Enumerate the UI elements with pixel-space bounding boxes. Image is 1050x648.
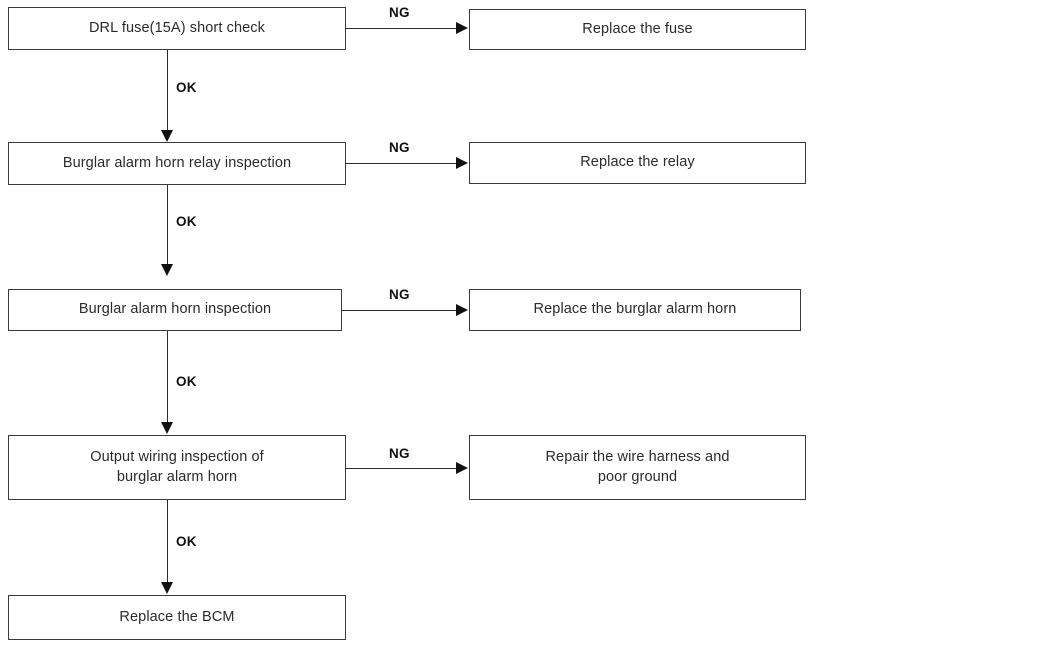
edge-ng-1	[346, 28, 456, 29]
edge-ng-2	[346, 163, 456, 164]
edge-label-ok-4: OK	[176, 534, 197, 549]
process-node-horn-relay-inspection[interactable]: Burglar alarm horn relay inspection	[8, 142, 346, 185]
edge-ok-2	[167, 185, 168, 265]
edge-label-ng-3: NG	[389, 287, 410, 302]
arrowhead-ok-1	[161, 130, 173, 142]
arrowhead-ng-4	[456, 462, 468, 474]
node-label: Burglar alarm horn relay inspection	[62, 154, 292, 171]
node-label: Repair the wire harness and poor ground	[545, 449, 730, 485]
process-node-output-wiring-inspection[interactable]: Output wiring inspection of burglar alar…	[8, 435, 346, 500]
arrowhead-ok-3	[161, 422, 173, 434]
edge-label-ng-1: NG	[389, 5, 410, 20]
node-label: Replace the fuse	[582, 20, 693, 37]
arrowhead-ng-2	[456, 157, 468, 169]
action-node-repair-wire-harness[interactable]: Repair the wire harness and poor ground	[469, 435, 806, 500]
edge-label-ng-2: NG	[389, 140, 410, 155]
edge-label-ok-1: OK	[176, 80, 197, 95]
action-node-replace-horn[interactable]: Replace the burglar alarm horn	[469, 289, 801, 331]
action-node-replace-relay[interactable]: Replace the relay	[469, 142, 806, 184]
edge-label-ok-3: OK	[176, 374, 197, 389]
node-label: Replace the relay	[580, 154, 695, 171]
action-node-replace-fuse[interactable]: Replace the fuse	[469, 9, 806, 50]
edge-label-ng-4: NG	[389, 446, 410, 461]
edge-ok-1	[167, 50, 168, 131]
node-label: Replace the burglar alarm horn	[533, 301, 737, 318]
edge-ng-3	[342, 310, 456, 311]
arrowhead-ok-2	[161, 264, 173, 276]
edge-ok-4	[167, 500, 168, 583]
node-label: Burglar alarm horn inspection	[78, 301, 272, 318]
arrowhead-ok-4	[161, 582, 173, 594]
process-node-horn-inspection[interactable]: Burglar alarm horn inspection	[8, 289, 342, 331]
process-node-drl-fuse-check[interactable]: DRL fuse(15A) short check	[8, 7, 346, 50]
node-label: Output wiring inspection of burglar alar…	[90, 449, 264, 485]
action-node-replace-bcm[interactable]: Replace the BCM	[8, 595, 346, 640]
arrowhead-ng-1	[456, 22, 468, 34]
arrowhead-ng-3	[456, 304, 468, 316]
edge-ok-3	[167, 331, 168, 423]
node-label: Replace the BCM	[119, 608, 235, 625]
edge-label-ok-2: OK	[176, 214, 197, 229]
edge-ng-4	[346, 468, 456, 469]
node-label: DRL fuse(15A) short check	[88, 19, 266, 36]
